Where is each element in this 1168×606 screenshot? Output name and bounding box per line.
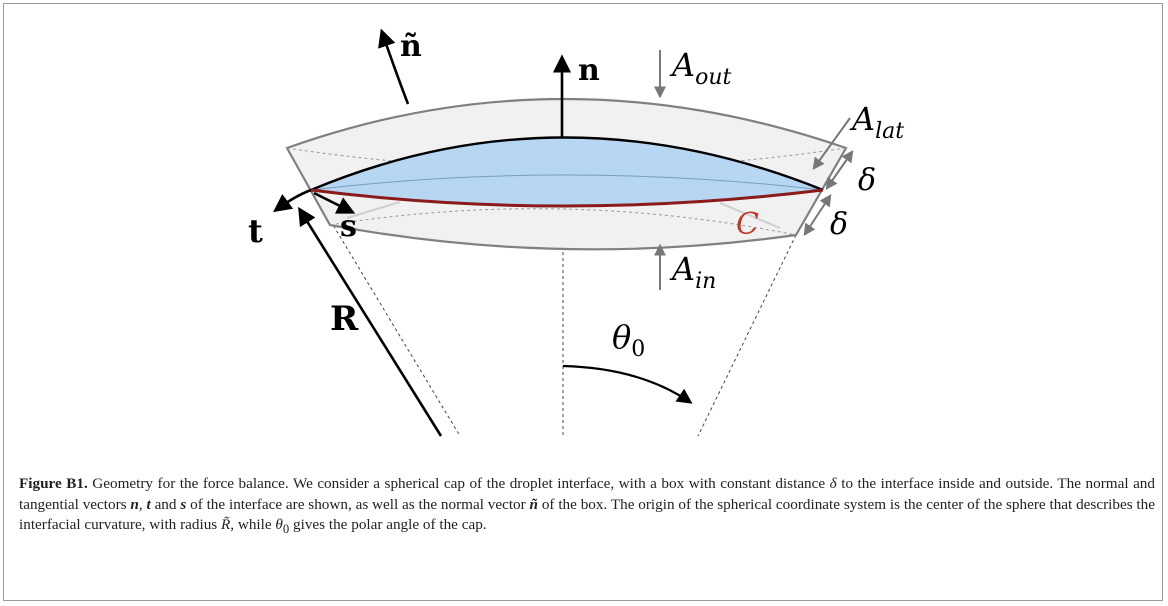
delta-top-arrow — [825, 150, 854, 190]
s-guide-right — [719, 202, 781, 229]
cap-top-curve — [310, 136, 824, 192]
label-n-tilde: ñ — [400, 29, 422, 64]
label-C: C — [736, 207, 759, 242]
box-normal-vector — [378, 28, 410, 105]
label-s: s — [340, 209, 357, 244]
label-n: n — [578, 53, 600, 88]
label-t: t — [248, 212, 263, 250]
label-R: R — [330, 299, 359, 339]
cap-back-rim — [310, 174, 824, 191]
figure-frame — [3, 3, 1163, 601]
s-vector — [313, 191, 356, 214]
delta-bottom-arrow — [803, 193, 832, 237]
s-guide-left — [346, 201, 401, 219]
caption-label: Figure B1. — [19, 475, 88, 492]
cone-edge-right — [697, 234, 797, 437]
A-lat-arrow — [812, 117, 851, 170]
contact-line — [310, 188, 824, 208]
label-A-out: Aout — [669, 46, 732, 90]
droplet-cap — [311, 137, 823, 206]
label-A-lat: Alat — [849, 100, 904, 144]
theta-arc — [562, 364, 693, 404]
cone-edge-left — [317, 199, 461, 437]
label-A-in: Ain — [669, 250, 716, 294]
label-theta: θ0 — [612, 318, 645, 362]
figure-caption: Figure B1. Geometry for the force balanc… — [19, 475, 1155, 537]
radius-R — [298, 206, 443, 437]
geometry-figure: ñ n Aout Alat δ δ t s C Ain R θ0 — [248, 28, 904, 437]
label-delta-bottom: δ — [830, 207, 848, 242]
tangent-vector-t — [273, 188, 312, 213]
box-bottom-rim — [329, 208, 797, 236]
label-delta-top: δ — [858, 163, 876, 198]
